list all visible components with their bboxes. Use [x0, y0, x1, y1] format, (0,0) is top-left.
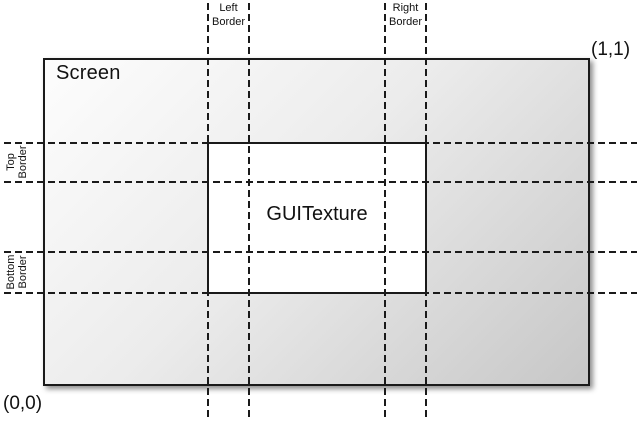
bottom-border-label-line1: Bottom [5, 254, 17, 290]
bottom-border-label: Bottom Border [5, 250, 29, 294]
right-border-guide-line-1 [384, 3, 386, 421]
bottom-border-guide-line-2 [4, 292, 637, 294]
left-border-guide-line-2 [248, 3, 250, 421]
top-border-label: Top Border [5, 142, 29, 182]
right-border-label-line2: Border [388, 16, 423, 28]
left-border-label-line1: Left [219, 2, 238, 14]
left-border-label-line2: Border [211, 16, 246, 28]
top-border-guide-line-1 [4, 142, 637, 144]
origin-coordinate-label: (0,0) [3, 393, 43, 414]
right-border-guide-line-2 [425, 3, 427, 421]
guitexture-rectangle [207, 142, 427, 294]
bottom-border-guide-line-1 [4, 251, 637, 253]
right-border-label: Right Border [385, 1, 426, 29]
right-border-label-line1: Right [392, 2, 419, 14]
top-right-coordinate-label: (1,1) [591, 39, 631, 60]
top-border-guide-line-2 [4, 181, 637, 183]
top-border-label-line2: Border [17, 145, 29, 179]
left-border-guide-line-1 [207, 3, 209, 421]
screen-label: Screen [56, 62, 121, 84]
left-border-label: Left Border [208, 1, 249, 29]
bottom-border-label-line2: Border [17, 255, 29, 289]
top-border-label-line1: Top [5, 153, 17, 171]
